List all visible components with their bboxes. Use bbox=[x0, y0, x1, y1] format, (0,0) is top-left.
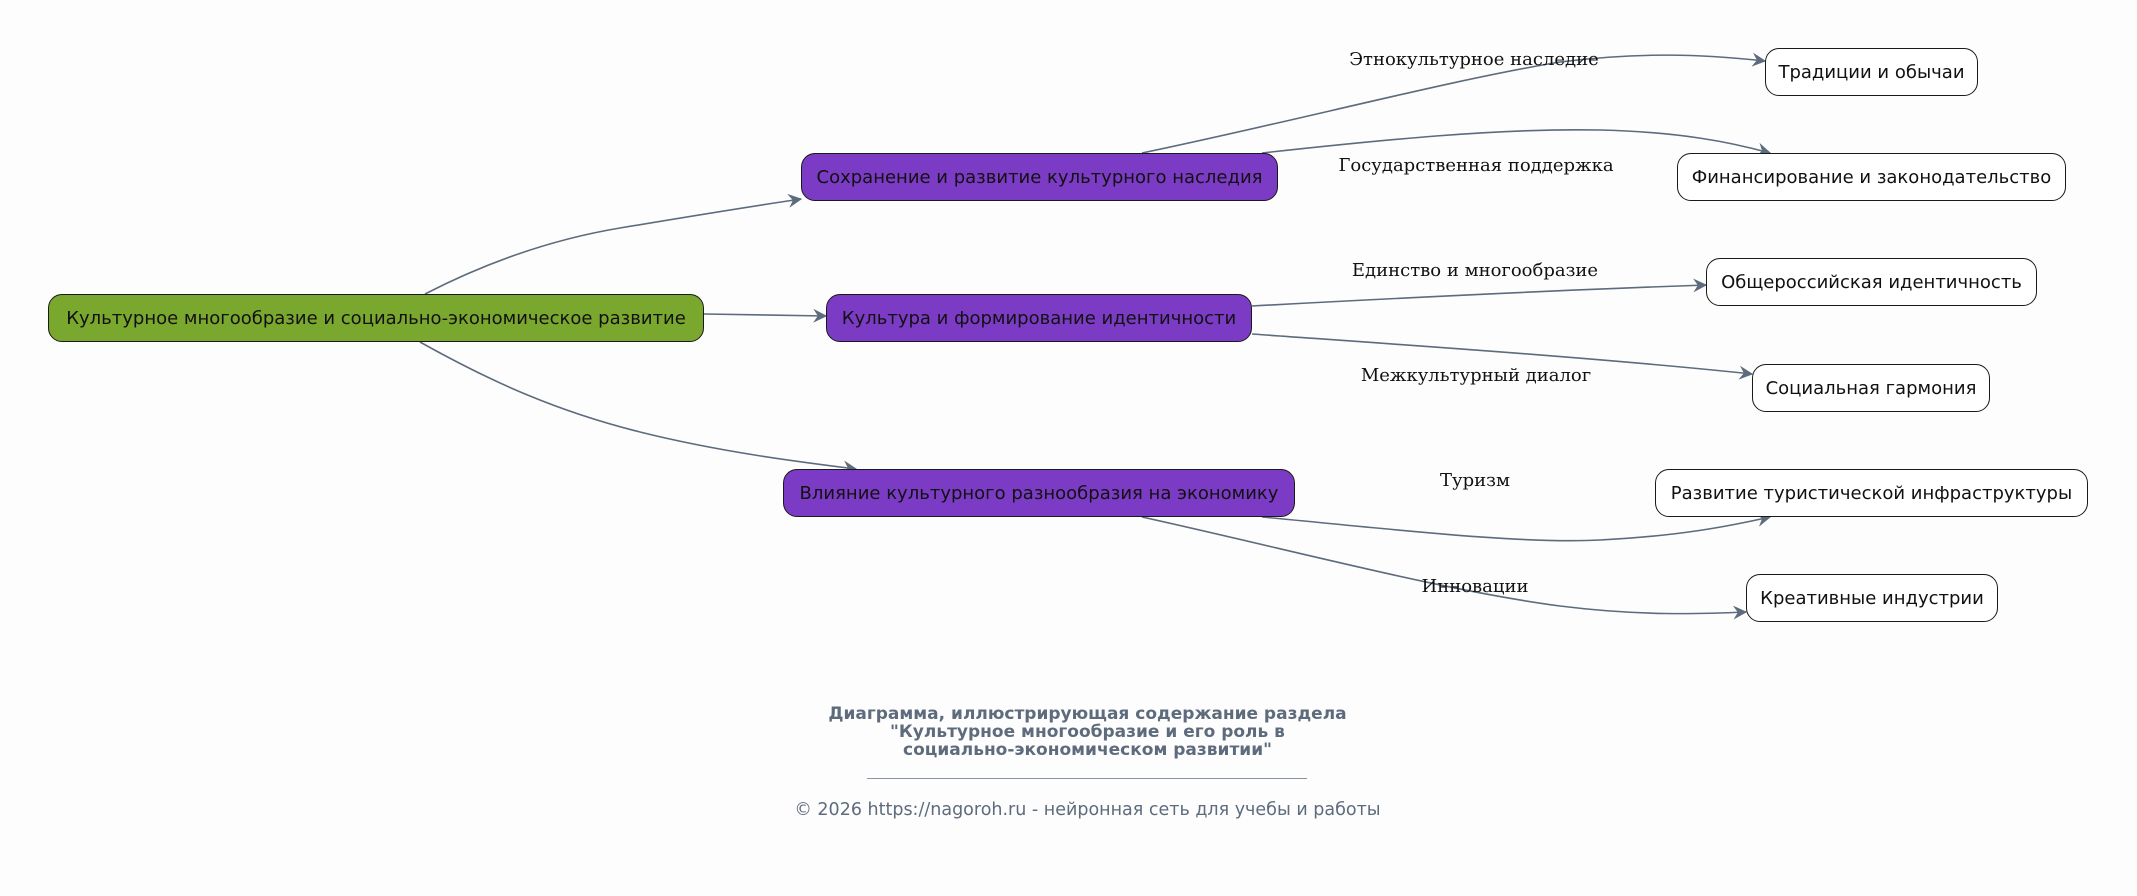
edge-root-identity bbox=[703, 308, 828, 323]
edge-label-innovation: Инновации bbox=[1421, 576, 1529, 597]
node-all-russian-label: Общероссийская идентичность bbox=[1721, 271, 2022, 293]
edge-identity-harmony bbox=[1251, 333, 1754, 380]
node-harmony-label: Социальная гармония bbox=[1765, 377, 1977, 399]
edge-label-tourism: Туризм bbox=[1440, 470, 1510, 491]
edge-heritage-funding bbox=[1261, 128, 1772, 157]
edge-root-heritage bbox=[424, 193, 803, 295]
edge-heritage-traditions bbox=[1141, 52, 1767, 154]
node-harmony[interactable]: Социальная гармония bbox=[1752, 364, 1990, 412]
edge-root-economy bbox=[419, 341, 858, 475]
node-funding-label: Финансирование и законодательство bbox=[1691, 166, 2052, 188]
diagram-caption-title: Диаграмма, иллюстрирующая содержание раз… bbox=[0, 705, 2137, 759]
node-creative[interactable]: Креативные индустрии bbox=[1746, 574, 1998, 622]
edge-label-all-russian: Единство и многообразие bbox=[1351, 260, 1599, 281]
caption-title-line-2: "Культурное многообразие и его роль в bbox=[890, 722, 1285, 742]
node-traditions[interactable]: Традиции и обычаи bbox=[1765, 48, 1978, 96]
root-node-label: Культурное многообразие и социально-экон… bbox=[66, 307, 686, 329]
edge-economy-creative bbox=[1141, 516, 1748, 620]
node-economy-label: Влияние культурного разнообразия на экон… bbox=[799, 482, 1279, 504]
edge-economy-tourism bbox=[1261, 512, 1772, 542]
node-economy[interactable]: Влияние культурного разнообразия на экон… bbox=[783, 469, 1295, 517]
caption-title-line-1: Диаграмма, иллюстрирующая содержание раз… bbox=[828, 704, 1347, 724]
node-heritage-label: Сохранение и развитие культурного наслед… bbox=[816, 166, 1263, 188]
node-identity-label: Культура и формирование идентичности bbox=[841, 307, 1237, 329]
copyright-footer: © 2026 https://nagoroh.ru - нейронная се… bbox=[794, 800, 1381, 820]
node-tourism-infra-label: Развитие туристической инфраструктуры bbox=[1670, 482, 2073, 504]
node-all-russian[interactable]: Общероссийская идентичность bbox=[1706, 258, 2037, 306]
edge-label-harmony: Межкультурный диалог bbox=[1360, 365, 1592, 386]
node-tourism-infra[interactable]: Развитие туристической инфраструктуры bbox=[1655, 469, 2088, 517]
node-heritage[interactable]: Сохранение и развитие культурного наслед… bbox=[801, 153, 1278, 201]
edge-identity-allrussian bbox=[1251, 278, 1708, 307]
node-identity[interactable]: Культура и формирование идентичности bbox=[826, 294, 1252, 342]
edge-label-traditions: Этнокультурное наследие bbox=[1349, 49, 1599, 70]
caption-divider bbox=[867, 778, 1307, 779]
node-funding[interactable]: Финансирование и законодательство bbox=[1677, 153, 2066, 201]
node-creative-label: Креативные индустрии bbox=[1760, 587, 1984, 609]
root-node[interactable]: Культурное многообразие и социально-экон… bbox=[48, 294, 704, 342]
edge-label-funding: Государственная поддержка bbox=[1338, 155, 1614, 176]
node-traditions-label: Традиции и обычаи bbox=[1778, 61, 1965, 83]
caption-title-line-3: социально-экономическом развитии" bbox=[903, 740, 1272, 760]
